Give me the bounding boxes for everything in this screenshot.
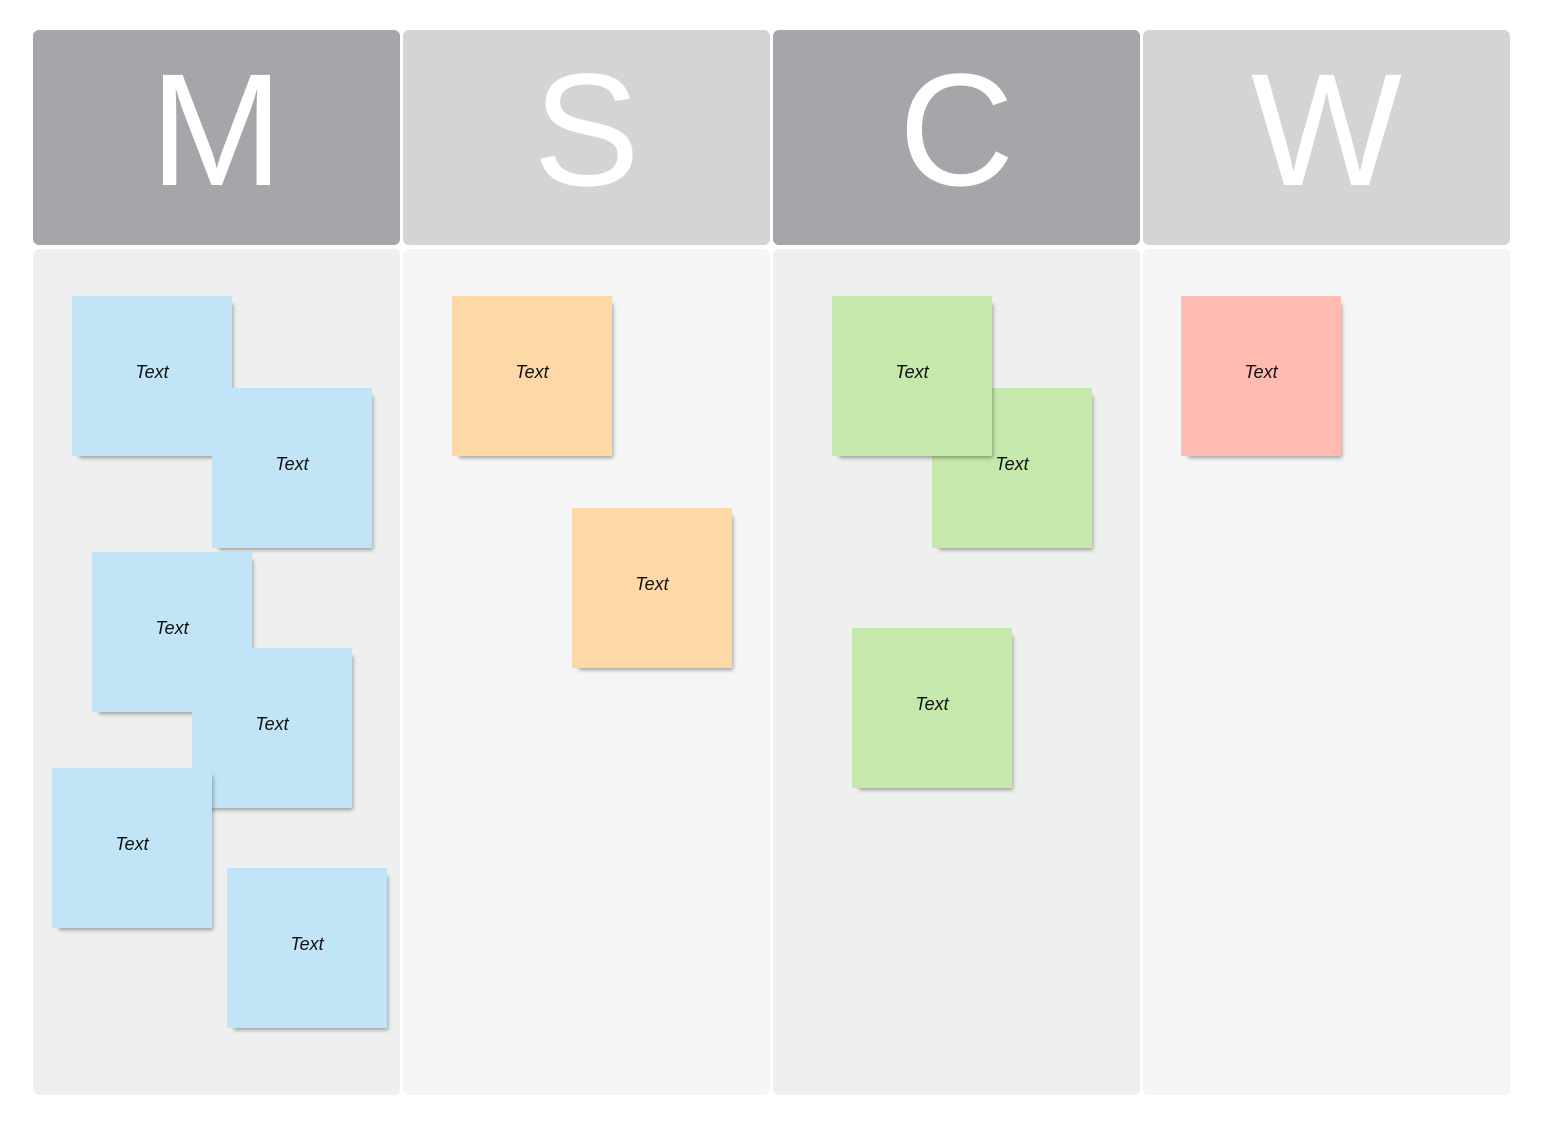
- column-header-w: W: [1143, 30, 1510, 245]
- sticky-note-text: Text: [995, 453, 1029, 474]
- column-header-m: M: [33, 30, 400, 245]
- column-c: C: [773, 30, 1140, 1095]
- sticky-note-text: Text: [135, 361, 169, 382]
- sticky-note[interactable]: Text: [52, 768, 212, 928]
- sticky-note[interactable]: Text: [452, 296, 612, 456]
- sticky-note-text: Text: [115, 833, 149, 854]
- column-letter-c: C: [898, 39, 1015, 219]
- column-w: W: [1143, 30, 1510, 1095]
- column-letter-m: M: [149, 39, 284, 219]
- sticky-note-text: Text: [290, 933, 324, 954]
- sticky-note[interactable]: Text: [192, 648, 352, 808]
- sticky-note-text: Text: [275, 453, 309, 474]
- sticky-note[interactable]: Text: [1181, 296, 1341, 456]
- sticky-note-text: Text: [155, 617, 189, 638]
- column-header-s: S: [403, 30, 770, 245]
- sticky-note-text: Text: [255, 713, 289, 734]
- sticky-note-text: Text: [895, 361, 929, 382]
- sticky-note[interactable]: Text: [852, 628, 1012, 788]
- sticky-note[interactable]: Text: [72, 296, 232, 456]
- sticky-note[interactable]: Text: [227, 868, 387, 1028]
- sticky-note[interactable]: Text: [832, 296, 992, 456]
- column-header-c: C: [773, 30, 1140, 245]
- column-letter-s: S: [533, 39, 640, 219]
- column-letter-w: W: [1250, 39, 1402, 219]
- sticky-note-text: Text: [515, 361, 549, 382]
- sticky-note[interactable]: Text: [572, 508, 732, 668]
- sticky-note-text: Text: [915, 693, 949, 714]
- sticky-note-text: Text: [1244, 361, 1278, 382]
- sticky-note[interactable]: Text: [212, 388, 372, 548]
- sticky-note-text: Text: [635, 573, 669, 594]
